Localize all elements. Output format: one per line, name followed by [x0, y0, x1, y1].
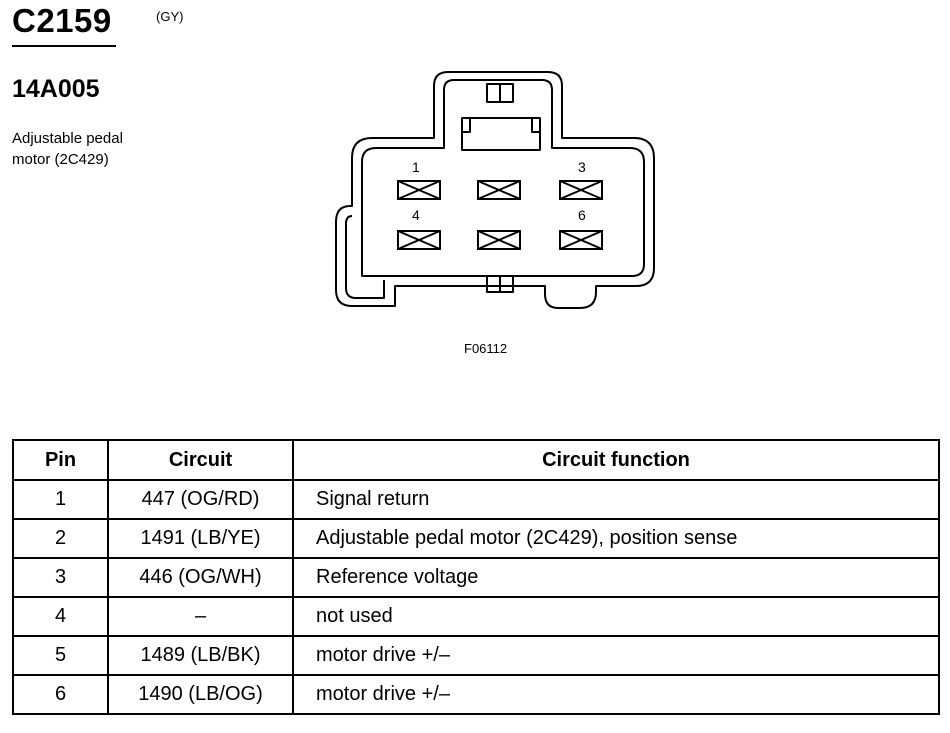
table-row: 6 1490 (LB/OG) motor drive +/–: [12, 674, 940, 715]
table-row: 4 – not used: [12, 596, 940, 637]
latch-tab-left: [461, 118, 471, 133]
cell-circuit: –: [107, 596, 294, 637]
pinout-table: Pin Circuit Circuit function 1 447 (OG/R…: [12, 439, 940, 715]
description-line-1: Adjustable pedal: [12, 130, 123, 147]
latch-tab-right: [531, 118, 541, 133]
cell-circuit: 1489 (LB/BK): [107, 635, 294, 676]
pin-label-1: 1: [412, 159, 420, 175]
part-description: Adjustable pedal motor (2C429): [12, 128, 162, 170]
housing-inner-outline: [361, 79, 645, 277]
cell-function: Signal return: [292, 479, 940, 520]
table-row: 1 447 (OG/RD) Signal return: [12, 479, 940, 520]
pin-label-3: 3: [578, 159, 586, 175]
latch: [461, 117, 541, 151]
cell-circuit: 1491 (LB/YE): [107, 518, 294, 559]
header-circuit: Circuit: [107, 439, 294, 481]
cavity-5: [477, 230, 521, 250]
cavity-2: [477, 180, 521, 200]
table-row: 5 1489 (LB/BK) motor drive +/–: [12, 635, 940, 676]
part-number: 14A005: [12, 75, 100, 103]
side-clip: [345, 215, 385, 299]
title-underline: [12, 45, 116, 47]
cavity-4: [397, 230, 441, 250]
cell-circuit: 447 (OG/RD): [107, 479, 294, 520]
table-header-row: Pin Circuit Circuit function: [12, 439, 940, 481]
pin-label-4: 4: [412, 207, 420, 223]
terminal-cavities: [397, 180, 603, 250]
cavity-3: [559, 180, 603, 200]
color-code: (GY): [156, 9, 184, 24]
connector-title: C2159: [12, 2, 112, 39]
header-pin: Pin: [12, 439, 109, 481]
cavity-6: [559, 230, 603, 250]
cell-circuit: 1490 (LB/OG): [107, 674, 294, 715]
cell-function: motor drive +/–: [292, 674, 940, 715]
pin-label-6: 6: [578, 207, 586, 223]
cell-pin: 3: [12, 557, 109, 598]
housing-outline: [335, 71, 655, 309]
cell-pin: 4: [12, 596, 109, 637]
table-row: 2 1491 (LB/YE) Adjustable pedal motor (2…: [12, 518, 940, 559]
description-line-2: motor (2C429): [12, 151, 109, 168]
cell-pin: 5: [12, 635, 109, 676]
cell-circuit: 446 (OG/WH): [107, 557, 294, 598]
header-circuit-function: Circuit function: [292, 439, 940, 481]
cell-function: not used: [292, 596, 940, 637]
cell-function: Adjustable pedal motor (2C429), position…: [292, 518, 940, 559]
cell-pin: 6: [12, 674, 109, 715]
cell-pin: 2: [12, 518, 109, 559]
cavity-1: [397, 180, 441, 200]
figure-id: F06112: [464, 341, 508, 356]
cell-function: motor drive +/–: [292, 635, 940, 676]
table-row: 3 446 (OG/WH) Reference voltage: [12, 557, 940, 598]
cell-function: Reference voltage: [292, 557, 940, 598]
cell-pin: 1: [12, 479, 109, 520]
connector-face-diagram: 1 3 4 6: [335, 71, 655, 309]
